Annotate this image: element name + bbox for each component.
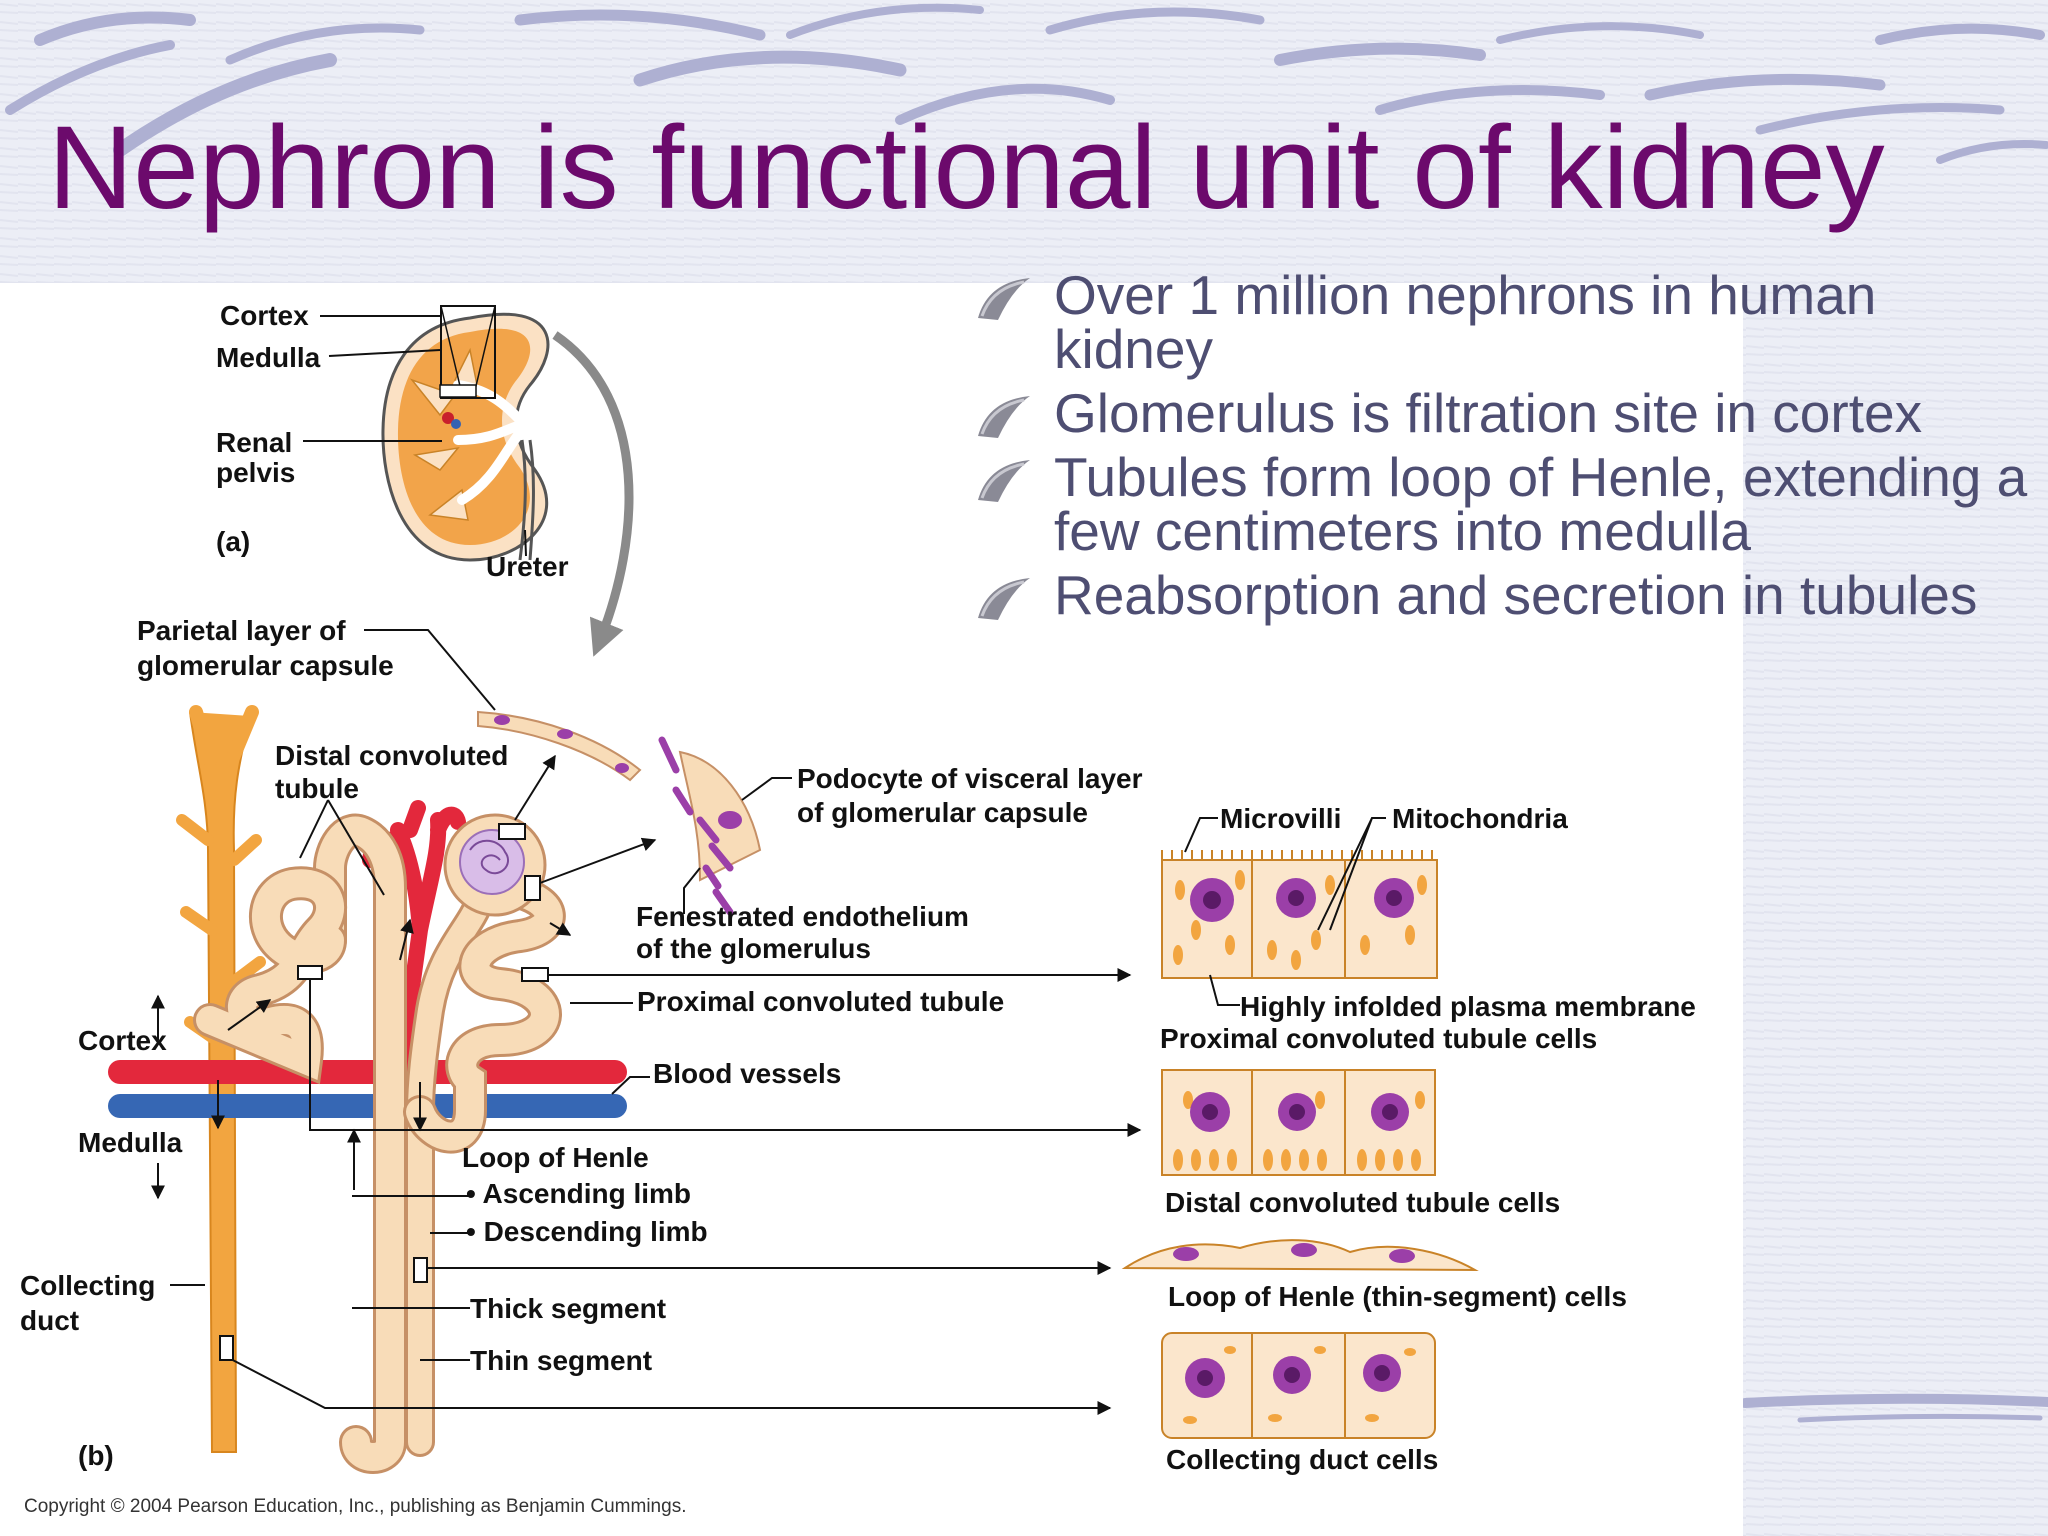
swoosh-bullet-icon	[978, 460, 1030, 502]
label-parietal: Parietal layer of	[137, 615, 346, 646]
label-podocyte-2: of glomerular capsule	[797, 797, 1088, 828]
label-thin-segment: Thin segment	[470, 1345, 652, 1376]
bullet-list: Over 1 million nephrons in human kidney …	[972, 268, 2032, 632]
magnify-arrow	[552, 331, 634, 657]
label-fenestrated: Fenestrated endothelium	[636, 901, 969, 932]
label-parietal-2: glomerular capsule	[137, 650, 394, 681]
figure-panel	[0, 283, 1743, 1536]
label-cortex-b: Cortex	[78, 1025, 167, 1056]
cell-leader-lines	[1184, 817, 1386, 1006]
label-cortex-a: Cortex	[220, 300, 309, 331]
bullet-item: Reabsorption and secretion in tubules	[972, 568, 2032, 623]
label-collecting-duct-2: duct	[20, 1305, 79, 1336]
label-renal-pelvis-2: pelvis	[216, 457, 295, 488]
label-medulla-b: Medulla	[78, 1127, 183, 1158]
label-dct-cells: Distal convoluted tubule cells	[1165, 1187, 1560, 1218]
label-ascending-limb: • Ascending limb	[466, 1178, 691, 1209]
renal-artery-dot	[442, 412, 454, 424]
bullet-item: Over 1 million nephrons in human kidney	[972, 268, 2032, 377]
label-thick-segment: Thick segment	[470, 1293, 666, 1324]
label-infolded-membrane: Highly infolded plasma membrane	[1240, 991, 1696, 1022]
blood-vessels	[108, 800, 627, 1118]
sample-boxes	[219, 965, 549, 1361]
label-renal-pelvis: Renal	[216, 427, 292, 458]
label-descending-limb: • Descending limb	[466, 1216, 708, 1247]
bullet-item: Tubules form loop of Henle, extending a …	[972, 450, 2032, 559]
kidney-illustration	[303, 305, 634, 657]
label-loop-of-henle: Loop of Henle	[462, 1142, 649, 1173]
bullet-text: Glomerulus is filtration site in cortex	[1054, 382, 1923, 444]
leader-lines	[151, 629, 1142, 1415]
label-dct-2: tubule	[275, 773, 359, 804]
label-blood-vessels: Blood vessels	[653, 1058, 841, 1089]
label-loop-cells: Loop of Henle (thin-segment) cells	[1168, 1281, 1627, 1312]
label-cd-cells: Collecting duct cells	[1166, 1444, 1438, 1475]
bullet-text: Tubules form loop of Henle, extending a …	[1054, 446, 2028, 562]
bullet-text: Over 1 million nephrons in human kidney	[1054, 264, 1877, 380]
copyright-notice: Copyright © 2004 Pearson Education, Inc.…	[24, 1496, 686, 1517]
label-panel-a: (a)	[216, 526, 250, 557]
pct-cells-illustration	[1161, 850, 1438, 979]
label-ureter: Ureter	[486, 551, 569, 582]
swoosh-bullet-icon	[978, 396, 1030, 438]
label-dct: Distal convoluted	[275, 740, 508, 771]
ureter	[518, 439, 527, 561]
swirl-decoration	[5, 3, 2048, 1423]
label-collecting-duct: Collecting	[20, 1270, 155, 1301]
label-fenestrated-2: of the glomerulus	[636, 933, 871, 964]
loop-cells-illustration	[1121, 1239, 1479, 1272]
swoosh-bullet-icon	[978, 578, 1030, 620]
renal-vein-dot	[451, 419, 461, 429]
label-pct-cells: Proximal convoluted tubule cells	[1160, 1023, 1597, 1054]
label-panel-b: (b)	[78, 1440, 114, 1471]
parietal-layer-cells	[477, 710, 642, 782]
cd-cells-illustration	[1161, 1332, 1436, 1439]
bullet-item: Glomerulus is filtration site in cortex	[972, 386, 2032, 441]
podocyte-cells	[658, 736, 762, 916]
label-podocyte: Podocyte of visceral layer	[797, 763, 1143, 794]
glomerulus	[443, 813, 547, 917]
label-medulla-a: Medulla	[216, 342, 321, 373]
dct-cells-illustration	[1161, 1069, 1436, 1176]
label-mitochondria: Mitochondria	[1392, 803, 1568, 834]
bullet-text: Reabsorption and secretion in tubules	[1054, 564, 1978, 626]
label-pct: Proximal convoluted tubule	[637, 986, 1004, 1017]
label-microvilli: Microvilli	[1220, 803, 1341, 834]
slide-title: Nephron is functional unit of kidney	[48, 102, 1885, 234]
swoosh-bullet-icon	[978, 278, 1030, 320]
